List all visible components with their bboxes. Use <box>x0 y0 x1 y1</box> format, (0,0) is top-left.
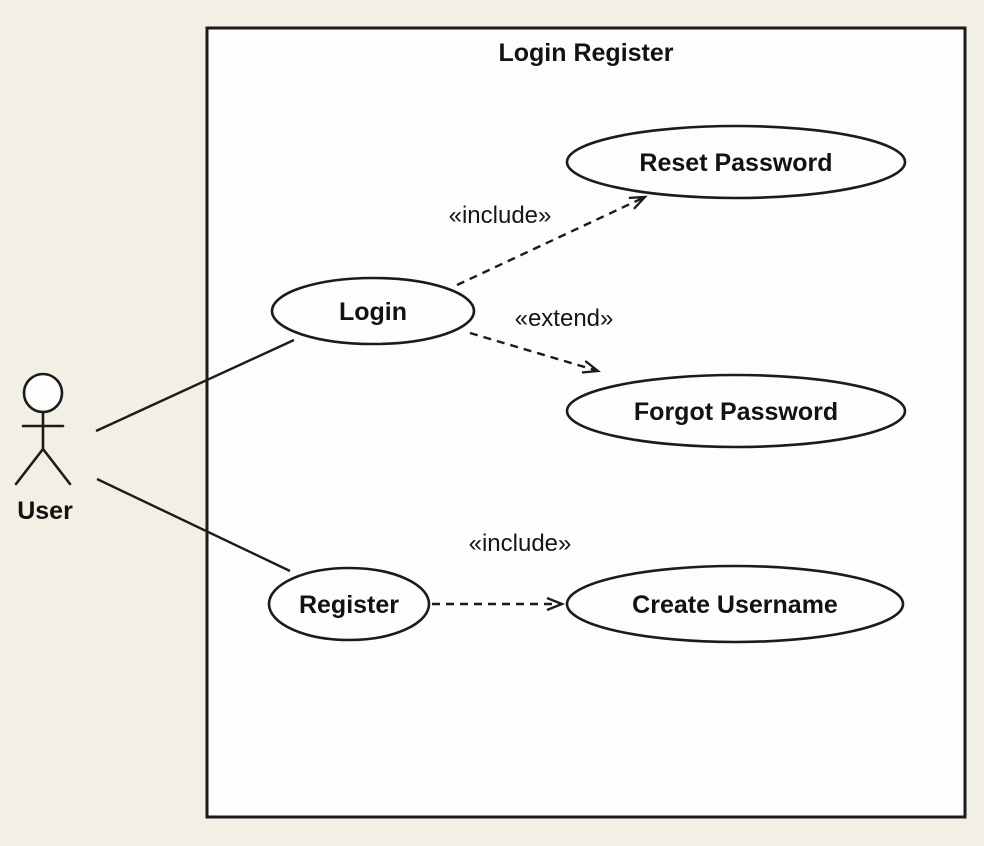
forgot-password-ellipse <box>565 373 907 449</box>
login-label: Login <box>339 298 407 326</box>
reset-password-ellipse <box>565 124 907 200</box>
include-label-bottom: «include» <box>469 530 572 557</box>
actor-label: User <box>17 497 73 525</box>
association-user-login <box>95 338 295 433</box>
use-case-register: Register <box>267 566 431 642</box>
actor-leg-left <box>14 447 45 486</box>
use-case-create-username: Create Username <box>565 564 905 644</box>
register-ellipse <box>267 566 431 642</box>
login-ellipse <box>270 276 476 346</box>
forgot-password-label: Forgot Password <box>634 398 838 426</box>
use-case-login: Login <box>270 276 476 346</box>
use-case-forgot-password: Forgot Password <box>565 373 907 449</box>
register-label: Register <box>299 591 399 619</box>
extend-label: «extend» <box>515 305 614 332</box>
reset-password-label: Reset Password <box>639 149 832 177</box>
actor-leg-right <box>41 447 72 486</box>
use-case-reset-password: Reset Password <box>565 124 907 200</box>
association-user-register <box>96 477 291 573</box>
create-username-label: Create Username <box>632 591 838 619</box>
include-arrow-login-to-reset-password <box>456 197 645 287</box>
include-label-top: «include» <box>449 202 552 229</box>
create-username-ellipse <box>565 564 905 644</box>
actor-head <box>22 372 64 414</box>
actor-user: User <box>14 372 73 525</box>
diagram-title: Login Register <box>498 39 673 67</box>
